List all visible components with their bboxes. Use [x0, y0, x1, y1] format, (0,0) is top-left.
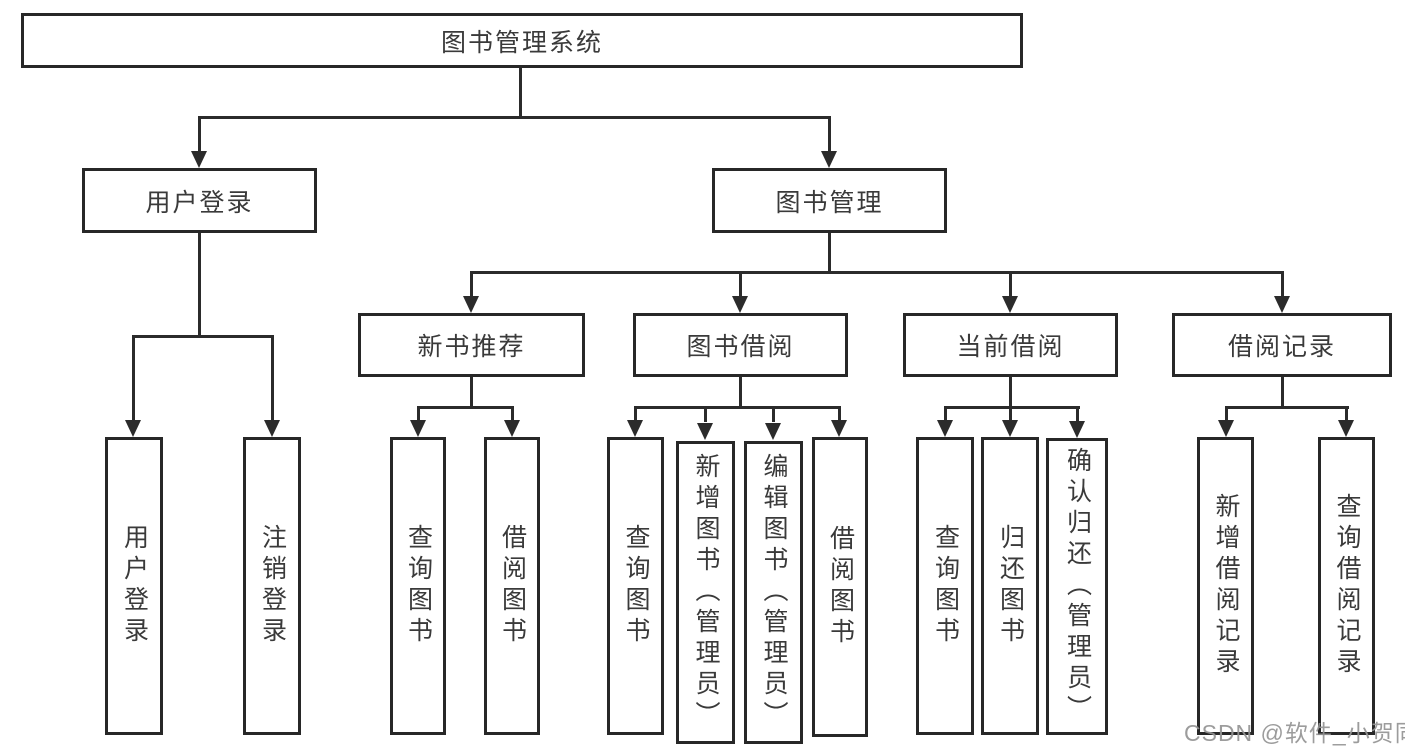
- arrowhead-down-icon: [937, 420, 953, 437]
- node-book-borrowing: 图书借阅: [633, 313, 848, 377]
- connector-h: [470, 271, 1284, 274]
- connector-v: [511, 406, 514, 422]
- leaf-add-borrow-record: 新增借阅记录: [1197, 437, 1254, 735]
- connector-v: [1009, 271, 1012, 298]
- arrowhead-down-icon: [1274, 296, 1290, 313]
- leaf-logout: 注销登录: [243, 437, 301, 735]
- arrowhead-down-icon: [1218, 420, 1234, 437]
- leaf-user-login: 用户登录: [105, 437, 163, 735]
- connector-v: [519, 68, 522, 118]
- leaf-query-books-borrowing: 查询图书: [607, 437, 664, 735]
- node-library-management-system: 图书管理系统: [21, 13, 1023, 68]
- node-book-management: 图书管理: [712, 168, 947, 233]
- leaf-add-books-admin: 新增图书（管理员）: [676, 441, 735, 744]
- arrowhead-down-icon: [504, 420, 520, 437]
- node-new-book-recommendation: 新书推荐: [358, 313, 585, 377]
- connector-v: [271, 335, 274, 422]
- arrowhead-down-icon: [821, 151, 837, 168]
- connector-v: [1009, 406, 1012, 422]
- arrowhead-down-icon: [463, 296, 479, 313]
- leaf-confirm-return-admin: 确认归还（管理员）: [1046, 438, 1108, 735]
- node-user-login: 用户登录: [82, 168, 317, 233]
- connector-v: [198, 118, 201, 154]
- connector-v: [772, 406, 775, 422]
- connector-v: [828, 118, 831, 154]
- connector-v: [634, 406, 637, 422]
- connector-v: [1281, 271, 1284, 298]
- connector-v: [1225, 406, 1228, 422]
- leaf-return-books: 归还图书: [981, 437, 1039, 735]
- connector-v: [739, 377, 742, 408]
- connector-v: [944, 406, 947, 422]
- connector-v: [838, 406, 841, 422]
- arrowhead-down-icon: [125, 420, 141, 437]
- csdn-watermark: CSDN @软件_小贺同学: [1184, 720, 1405, 746]
- leaf-query-books-recommend: 查询图书: [390, 437, 446, 735]
- arrowhead-down-icon: [1002, 420, 1018, 437]
- connector-v: [739, 271, 742, 298]
- leaf-borrow-books: 借阅图书: [812, 437, 868, 737]
- arrowhead-down-icon: [191, 151, 207, 168]
- connector-v: [470, 271, 473, 298]
- leaf-query-borrow-record: 查询借阅记录: [1318, 437, 1375, 735]
- connector-v: [417, 406, 420, 422]
- arrowhead-down-icon: [732, 296, 748, 313]
- arrowhead-down-icon: [765, 423, 781, 440]
- leaf-borrow-books-recommend: 借阅图书: [484, 437, 540, 735]
- connector-v: [1345, 406, 1348, 422]
- connector-h: [944, 406, 1080, 409]
- connector-v: [828, 233, 831, 274]
- node-borrowing-records: 借阅记录: [1172, 313, 1392, 377]
- connector-v: [1009, 377, 1012, 408]
- arrowhead-down-icon: [1338, 420, 1354, 437]
- arrowhead-down-icon: [410, 420, 426, 437]
- connector-h: [198, 116, 831, 119]
- leaf-query-books-current: 查询图书: [916, 437, 974, 735]
- connector-v: [132, 335, 135, 422]
- arrowhead-down-icon: [1069, 421, 1085, 438]
- connector-v: [704, 406, 707, 422]
- arrowhead-down-icon: [1002, 296, 1018, 313]
- arrowhead-down-icon: [697, 423, 713, 440]
- connector-h: [417, 406, 514, 409]
- node-current-borrowing: 当前借阅: [903, 313, 1118, 377]
- leaf-edit-books-admin: 编辑图书（管理员）: [744, 441, 803, 744]
- arrowhead-down-icon: [627, 420, 643, 437]
- arrowhead-down-icon: [264, 420, 280, 437]
- connector-v: [1076, 406, 1079, 422]
- connector-h: [1225, 406, 1349, 409]
- connector-v: [470, 377, 473, 408]
- connector-h: [132, 335, 274, 338]
- connector-h: [634, 406, 840, 409]
- arrowhead-down-icon: [831, 420, 847, 437]
- connector-v: [1281, 377, 1284, 408]
- connector-v: [198, 233, 201, 338]
